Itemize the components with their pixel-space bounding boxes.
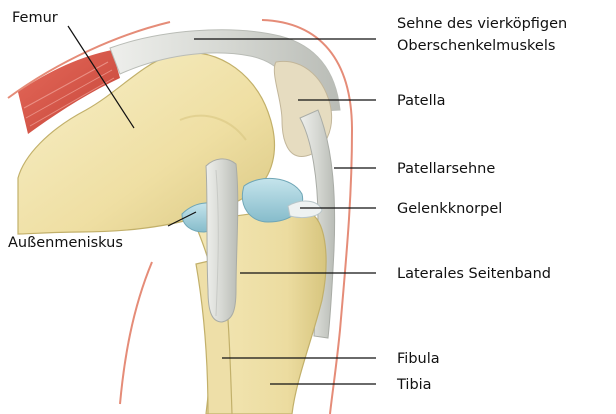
- skin-line-calf: [120, 262, 152, 404]
- label-patellar-tendon: Patellarsehne: [397, 161, 495, 177]
- label-femur: Femur: [12, 10, 58, 26]
- label-lateral-meniscus: Außenmeniskus: [8, 235, 123, 251]
- label-cartilage: Gelenkknorpel: [397, 201, 502, 217]
- lateral-collateral-ligament: [206, 159, 238, 322]
- label-lateral-ligament: Laterales Seitenband: [397, 266, 551, 282]
- label-quad-tendon-line1: Sehne des vierköpfigen: [397, 16, 567, 32]
- label-quad-tendon-line2: Oberschenkelmuskels: [397, 38, 555, 54]
- label-patella: Patella: [397, 93, 446, 109]
- label-tibia: Tibia: [396, 377, 432, 393]
- label-fibula: Fibula: [397, 351, 440, 367]
